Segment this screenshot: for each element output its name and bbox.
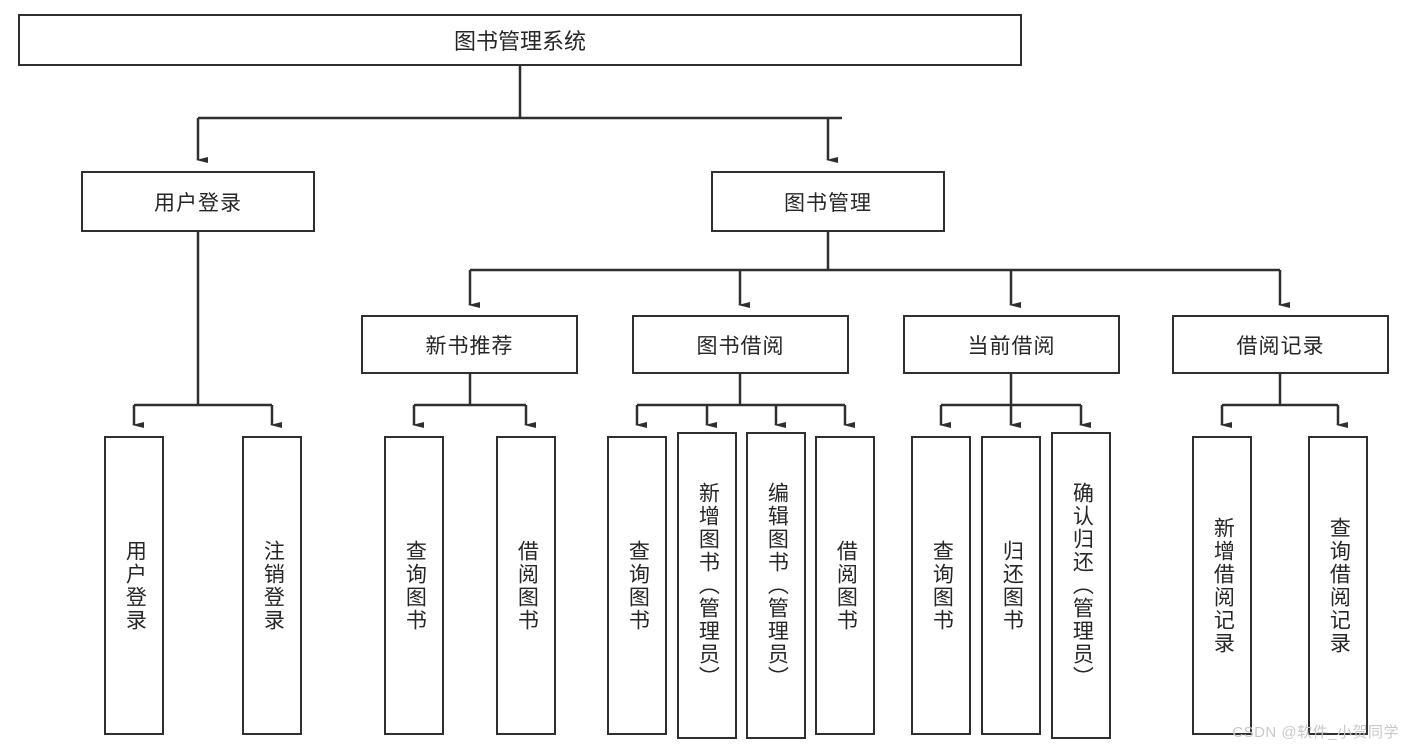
leaf-logout-label: 注销登录: [261, 539, 285, 632]
node-root[interactable]: 图书管理系统: [18, 14, 1022, 66]
leaf-add-book-admin[interactable]: 新增图书（管理员）: [677, 432, 737, 739]
leaf-add-borrow-record[interactable]: 新增借阅记录: [1192, 436, 1252, 735]
leaf-return-book-label: 归还图书: [1000, 539, 1024, 632]
leaf-query-book-current-label: 查询图书: [930, 539, 954, 632]
node-book-borrow-label: 图书借阅: [696, 334, 785, 358]
node-borrow-record-label: 借阅记录: [1236, 334, 1325, 358]
leaf-borrow-book-label: 借阅图书: [834, 539, 858, 632]
leaf-add-borrow-record-label: 新增借阅记录: [1211, 516, 1235, 655]
node-borrow-record[interactable]: 借阅记录: [1172, 315, 1389, 374]
leaf-confirm-return-admin-label: 确认归还（管理员）: [1070, 482, 1094, 689]
node-book-borrow[interactable]: 图书借阅: [632, 315, 849, 374]
leaf-user-login-label: 用户登录: [123, 539, 147, 632]
leaf-query-book-recommend[interactable]: 查询图书: [384, 436, 444, 735]
node-new-book-recommend-label: 新书推荐: [425, 334, 514, 358]
leaf-query-book-current[interactable]: 查询图书: [911, 436, 971, 735]
leaf-add-book-admin-label: 新增图书（管理员）: [696, 482, 720, 689]
leaf-query-borrow-record-label: 查询借阅记录: [1327, 516, 1351, 655]
node-current-borrow[interactable]: 当前借阅: [903, 315, 1120, 374]
leaf-query-book-recommend-label: 查询图书: [403, 539, 427, 632]
watermark: CSDN @软件_小贺同学: [1232, 724, 1399, 741]
leaf-borrow-book-recommend[interactable]: 借阅图书: [496, 436, 556, 735]
leaf-borrow-book-recommend-label: 借阅图书: [515, 539, 539, 632]
leaf-query-borrow-record[interactable]: 查询借阅记录: [1308, 436, 1368, 735]
leaf-user-login[interactable]: 用户登录: [104, 436, 164, 735]
leaf-return-book[interactable]: 归还图书: [981, 436, 1041, 735]
node-book-management-label: 图书管理: [784, 191, 872, 215]
leaf-edit-book-admin[interactable]: 编辑图书（管理员）: [746, 432, 806, 739]
node-user-login[interactable]: 用户登录: [81, 171, 315, 232]
node-book-management[interactable]: 图书管理: [711, 171, 945, 232]
node-current-borrow-label: 当前借阅: [967, 334, 1056, 358]
leaf-query-book-borrow[interactable]: 查询图书: [607, 436, 667, 735]
node-new-book-recommend[interactable]: 新书推荐: [361, 315, 578, 374]
leaf-edit-book-admin-label: 编辑图书（管理员）: [765, 482, 789, 689]
leaf-confirm-return-admin[interactable]: 确认归还（管理员）: [1051, 432, 1111, 739]
node-user-login-label: 用户登录: [154, 191, 242, 215]
leaf-logout[interactable]: 注销登录: [242, 436, 302, 735]
leaf-borrow-book[interactable]: 借阅图书: [815, 436, 875, 735]
node-root-label: 图书管理系统: [453, 29, 586, 54]
leaf-query-book-borrow-label: 查询图书: [626, 539, 650, 632]
